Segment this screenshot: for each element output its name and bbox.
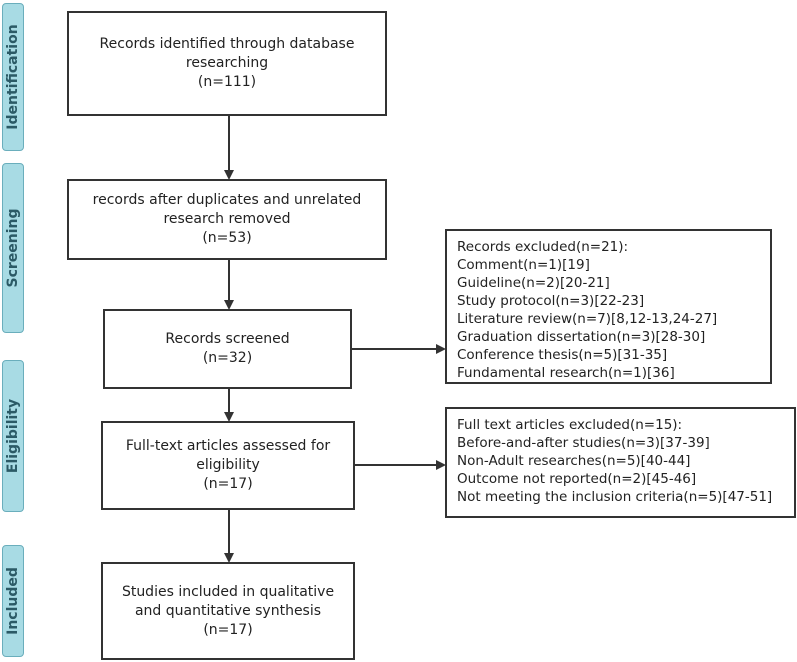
- box-line: Graduation dissertation(n=3)[28-30]: [457, 329, 706, 345]
- box-line: research removed: [163, 211, 291, 227]
- box-line: Non-Adult researches(n=5)[40-44]: [457, 453, 691, 469]
- box-line: Guideline(n=2)[20-21]: [457, 275, 610, 291]
- box-line: Records identified through database: [99, 36, 355, 52]
- box-line: and quantitative synthesis: [134, 602, 322, 619]
- phase-eligibility: Eligibility: [2, 360, 24, 512]
- box-line: Full-text articles assessed for: [125, 438, 331, 454]
- box-line: (n=17): [203, 476, 253, 492]
- box-line: Full text articles excluded(n=15):: [457, 417, 683, 433]
- box-line: (n=53): [202, 230, 252, 246]
- box-line: Records excluded(n=21):: [457, 239, 629, 255]
- box-line: researching: [185, 55, 269, 71]
- fulltext-excluded-box: Full text articles excluded(n=15): Befor…: [445, 407, 796, 518]
- box-line: (n=32): [202, 350, 253, 366]
- phase-screening: Screening: [2, 163, 24, 333]
- records-identified-box: Records identified through database rese…: [67, 11, 387, 116]
- studies-included-box: Studies included in qualitative and quan…: [101, 562, 355, 660]
- box-line: Conference thesis(n=5)[31-35]: [457, 347, 668, 363]
- box-line: Study protocol(n=3)[22-23]: [457, 293, 645, 309]
- records-screened-box: Records screened (n=32): [103, 309, 352, 389]
- fulltext-assessed-box: Full-text articles assessed for eligibil…: [101, 421, 355, 510]
- phase-identification: Identification: [2, 3, 24, 151]
- box-line: Literature review(n=7)[8,12-13,24-27]: [457, 311, 718, 327]
- box-line: Comment(n=1)[19]: [457, 257, 590, 273]
- box-line: records after duplicates and unrelated: [92, 192, 362, 208]
- box-line: Fundamental research(n=1)[36]: [457, 365, 675, 381]
- box-line: Not meeting the inclusion criteria(n=5)[…: [457, 489, 773, 505]
- box-line: eligibility: [196, 457, 260, 473]
- box-line: (n=111): [197, 74, 257, 90]
- box-line: Studies included in qualitative: [121, 583, 335, 600]
- phase-included: Included: [2, 545, 24, 657]
- box-line: Before-and-after studies(n=3)[37-39]: [457, 435, 710, 451]
- records-excluded-box: Records excluded(n=21): Comment(n=1)[19]…: [445, 229, 772, 384]
- box-line: (n=17): [203, 621, 253, 638]
- box-line: Outcome not reported(n=2)[45-46]: [457, 471, 697, 487]
- records-after-duplicates-box: records after duplicates and unrelated r…: [67, 179, 387, 260]
- box-line: Records screened: [165, 331, 290, 347]
